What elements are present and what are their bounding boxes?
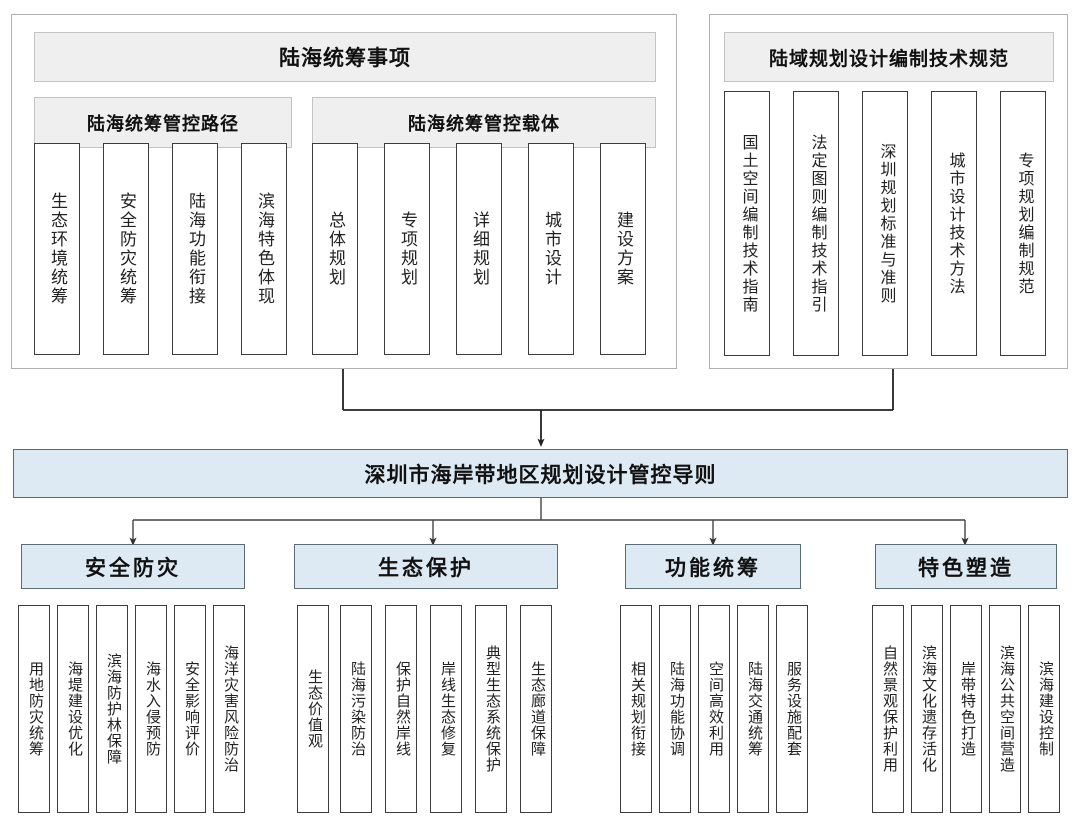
item-standard-0: 国土空间编制技术指南: [724, 91, 770, 356]
item-label: 安全影响评价: [182, 661, 199, 757]
item-standard-4: 专项规划编制规范: [1000, 91, 1046, 356]
item-label: 滨海防护林保障: [104, 653, 121, 765]
item-carrier-4: 建设方案: [600, 143, 646, 355]
item-label: 用地防灾统筹: [26, 661, 43, 757]
category-2-item-4: 服务设施配套: [776, 605, 808, 813]
subheader-control-path: 陆海统筹管控路径: [34, 97, 292, 148]
panel-right-title: 陆域规划设计编制技术规范: [724, 32, 1054, 82]
item-label: 生态价值观: [305, 669, 322, 749]
category-0-item-4: 安全影响评价: [174, 605, 206, 813]
item-label: 建设方案: [614, 211, 633, 287]
category-0-item-3: 海水入侵预防: [135, 605, 167, 813]
category-box-2[interactable]: 功能统筹: [625, 544, 801, 589]
item-path-3: 滨海特色体现: [241, 143, 287, 355]
item-label: 滨海公共空间营造: [997, 645, 1014, 773]
item-label: 专项规划编制规范: [1015, 151, 1033, 296]
category-1-item-3: 岸线生态修复: [430, 605, 462, 813]
category-3-item-4: 滨海建设控制: [1028, 605, 1060, 813]
panel-land-sea-coordination: 陆海统筹事项 陆海统筹管控路径 陆海统筹管控载体 生态环境统筹 安全防灾统筹 陆…: [11, 14, 677, 369]
category-1-item-2: 保护自然岸线: [385, 605, 417, 813]
item-label: 滨海特色体现: [255, 192, 274, 306]
item-label: 陆海功能协调: [667, 661, 684, 757]
item-label: 专项规划: [398, 211, 417, 287]
item-label: 滨海文化遗存活化: [919, 645, 936, 773]
item-label: 城市设计技术方法: [946, 151, 964, 296]
item-label: 海水入侵预防: [143, 661, 160, 757]
category-box-0[interactable]: 安全防灾: [21, 544, 245, 589]
item-label: 生态环境统筹: [48, 192, 67, 306]
item-label: 陆海交通统筹: [745, 661, 762, 757]
item-path-1: 安全防灾统筹: [103, 143, 149, 355]
item-label: 自然景观保护利用: [880, 645, 897, 773]
item-path-2: 陆海功能衔接: [172, 143, 218, 355]
category-1-item-0: 生态价值观: [297, 605, 329, 813]
item-label: 岸带特色打造: [958, 661, 975, 757]
item-label: 城市设计: [542, 211, 561, 287]
item-standard-1: 法定图则编制技术指引: [793, 91, 839, 356]
item-label: 典型生态系统保护: [483, 645, 500, 773]
item-standard-3: 城市设计技术方法: [931, 91, 977, 356]
item-label: 陆海功能衔接: [186, 192, 205, 306]
category-box-3[interactable]: 特色塑造: [875, 544, 1057, 589]
item-label: 国土空间编制技术指南: [739, 133, 757, 314]
category-0-item-2: 滨海防护林保障: [96, 605, 128, 813]
item-label: 相关规划衔接: [628, 661, 645, 757]
subheader-control-carrier: 陆海统筹管控载体: [312, 97, 656, 148]
item-label: 空间高效利用: [706, 661, 723, 757]
item-label: 总体规划: [326, 211, 345, 287]
item-label: 陆海污染防治: [348, 661, 365, 757]
category-0-item-5: 海洋灾害风险防治: [213, 605, 245, 813]
connector-category-fanout: [129, 498, 969, 546]
category-1-item-1: 陆海污染防治: [340, 605, 372, 813]
item-label: 安全防灾统筹: [117, 192, 136, 306]
item-standard-2: 深圳规划标准与准则: [862, 91, 908, 356]
category-0-item-1: 海堤建设优化: [57, 605, 89, 813]
item-carrier-3: 城市设计: [528, 143, 574, 355]
item-label: 法定图则编制技术指引: [808, 133, 826, 314]
item-label: 岸线生态修复: [438, 661, 455, 757]
connector-top-merge: [342, 369, 894, 447]
item-label: 海堤建设优化: [65, 661, 82, 757]
category-1-item-5: 生态廊道保障: [520, 605, 552, 813]
item-label: 服务设施配套: [784, 661, 801, 757]
category-3-item-0: 自然景观保护利用: [872, 605, 904, 813]
item-label: 生态廊道保障: [528, 661, 545, 757]
category-3-item-2: 岸带特色打造: [950, 605, 982, 813]
category-2-item-0: 相关规划衔接: [620, 605, 652, 813]
panel-left-title: 陆海统筹事项: [34, 32, 656, 82]
category-2-item-2: 空间高效利用: [698, 605, 730, 813]
item-label: 海洋灾害风险防治: [221, 645, 238, 773]
category-3-item-1: 滨海文化遗存活化: [911, 605, 943, 813]
item-carrier-0: 总体规划: [312, 143, 358, 355]
item-label: 保护自然岸线: [393, 661, 410, 757]
item-carrier-1: 专项规划: [384, 143, 430, 355]
item-path-0: 生态环境统筹: [34, 143, 80, 355]
category-2-item-3: 陆海交通统筹: [737, 605, 769, 813]
item-label: 深圳规划标准与准则: [877, 142, 895, 305]
category-2-item-1: 陆海功能协调: [659, 605, 691, 813]
category-0-item-0: 用地防灾统筹: [18, 605, 50, 813]
category-box-1[interactable]: 生态保护: [294, 544, 558, 589]
item-label: 详细规划: [470, 211, 489, 287]
item-label: 滨海建设控制: [1036, 661, 1053, 757]
category-1-item-4: 典型生态系统保护: [475, 605, 507, 813]
item-carrier-2: 详细规划: [456, 143, 502, 355]
main-guideline-bar: 深圳市海岸带地区规划设计管控导则: [13, 449, 1068, 498]
panel-land-planning-standards: 陆域规划设计编制技术规范 国土空间编制技术指南 法定图则编制技术指引 深圳规划标…: [709, 14, 1068, 369]
category-3-item-3: 滨海公共空间营造: [989, 605, 1021, 813]
